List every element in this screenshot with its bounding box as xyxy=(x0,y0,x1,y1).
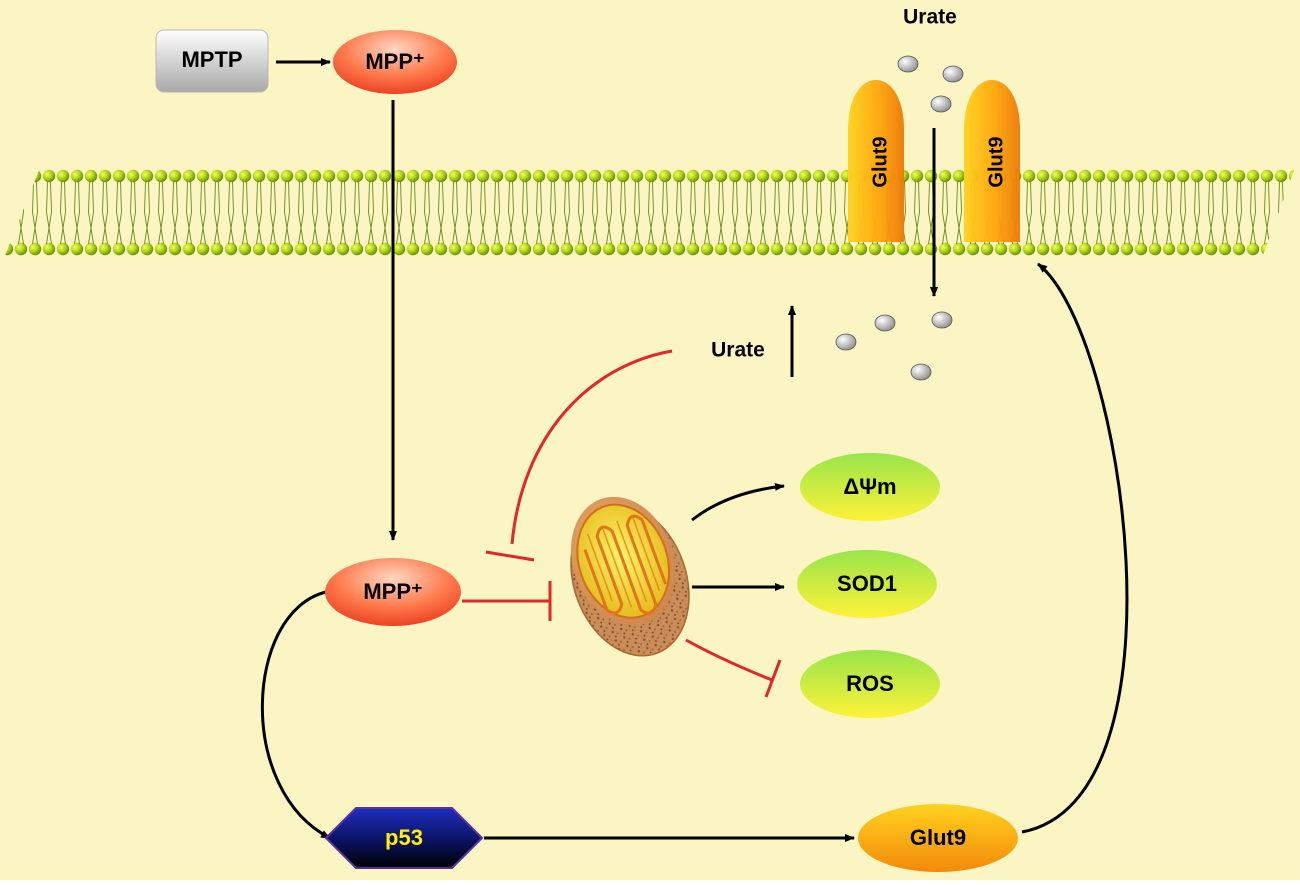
mpp-extracellular-node: MPP⁺ xyxy=(333,30,457,94)
mitochondrion-icon xyxy=(570,496,690,657)
glut9-transporter-left: Glut9 xyxy=(848,80,904,242)
urate-mid-label: Urate xyxy=(711,339,765,362)
glut9-left-label: Glut9 xyxy=(869,136,891,187)
cell-membrane xyxy=(4,168,1295,258)
dpsi-label: ΔΨm xyxy=(843,474,896,499)
glut9-node: Glut9 xyxy=(858,804,1018,872)
ros-node: ROS xyxy=(800,650,940,718)
urate-particles-intracellular xyxy=(835,311,953,381)
arrow-mito-to-dpsi xyxy=(691,482,785,522)
mpp-intracellular-node: MPP⁺ xyxy=(325,558,461,626)
p53-node: p53 xyxy=(324,807,484,869)
dpsi-node: ΔΨm xyxy=(800,453,940,521)
inhibit-ros-bar xyxy=(764,659,782,698)
sod1-label: SOD1 xyxy=(837,571,897,596)
glut9-right-label: Glut9 xyxy=(985,136,1007,187)
inhibit-mito-to-ros xyxy=(685,638,773,682)
ros-label: ROS xyxy=(846,671,894,696)
p53-label: p53 xyxy=(385,825,423,850)
inhibit-urate-bar xyxy=(485,550,535,562)
urate-particles-extracellular xyxy=(897,55,964,113)
activation-arrows xyxy=(260,58,1129,842)
mptp-label: MPTP xyxy=(181,47,242,72)
urate-top-label: Urate xyxy=(903,6,957,29)
glut9-transporter-right: Glut9 xyxy=(964,80,1020,242)
mpp-top-label: MPP⁺ xyxy=(365,49,424,74)
arrow-glut9-to-membrane xyxy=(1021,262,1129,834)
mpp-mid-label: MPP⁺ xyxy=(363,579,422,604)
inhibition-arrows xyxy=(462,349,782,698)
arrow-mpp-to-p53 xyxy=(260,590,331,840)
sod1-node: SOD1 xyxy=(797,550,937,618)
glut9-bottom-label: Glut9 xyxy=(910,825,966,850)
inhibit-urate-to-mitochondria xyxy=(510,349,673,545)
mptp-node: MPTP xyxy=(155,29,269,93)
